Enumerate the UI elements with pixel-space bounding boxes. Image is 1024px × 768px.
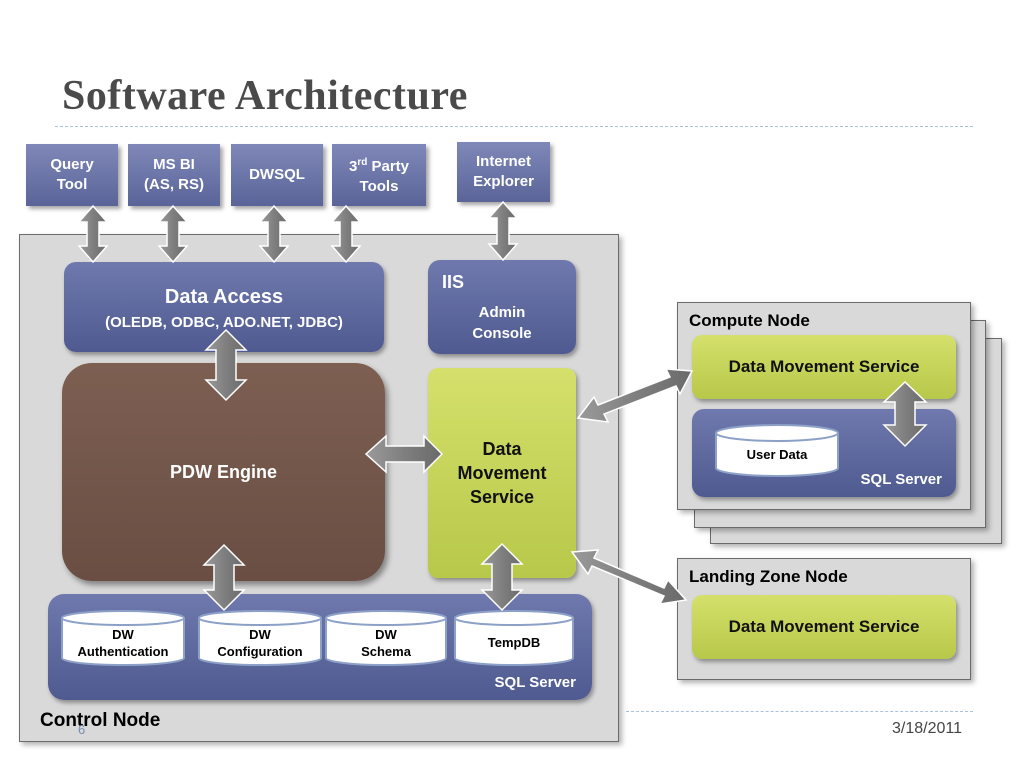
pdw-engine-label: PDW Engine [170, 461, 277, 482]
compute-node-label: Compute Node [689, 311, 810, 330]
db-cylinder-tempdb [454, 610, 574, 666]
iis-label: IIS [442, 272, 465, 292]
slide-title: Software Architecture [62, 73, 468, 119]
client-label: Tools [359, 178, 399, 195]
data-access-title: Data Access [164, 286, 284, 308]
compute-dms-label: Data Movement Service [728, 357, 920, 376]
client-dwsql: DWSQL [231, 144, 323, 206]
dms-label-line: Movement [457, 463, 547, 483]
page-number: 6 [78, 722, 86, 737]
arrow-dms-compute [576, 368, 694, 423]
arrow-compute-dms-sql [882, 380, 928, 448]
client-label: DWSQL [249, 166, 305, 183]
landing-zone-dms-box: Data Movement Service [692, 595, 956, 659]
db-label-tempdb: TempDB [455, 634, 573, 651]
db-label-schema: DW Schema [326, 626, 446, 660]
db-cylinder-configuration [198, 610, 322, 666]
arrow-ms-bi [157, 204, 189, 264]
arrow-pdw-sql [202, 543, 246, 612]
db-label-line: Schema [361, 644, 411, 659]
arrow-dms-landing [570, 549, 688, 605]
arrow-query-tool [77, 204, 109, 264]
client-label: Internet [475, 153, 531, 170]
arrow-third-party [330, 204, 362, 264]
db-cylinder-schema [325, 610, 447, 666]
slide-date: 3/18/2011 [892, 720, 962, 737]
title-divider [55, 126, 973, 127]
arrow-dms-sql [480, 542, 524, 612]
dms-label-line: Data [482, 439, 522, 459]
db-cylinder-authentication [61, 610, 185, 666]
db-label-line: Authentication [77, 644, 169, 659]
user-data-label: User Data [746, 447, 808, 462]
arrow-dwsql [258, 204, 290, 264]
db-label-line: DW [249, 627, 271, 642]
dms-label-line: Service [469, 487, 535, 507]
client-ms-bi: MS BI (AS, RS) [128, 144, 220, 206]
db-label-line: Configuration [217, 644, 303, 659]
client-label: Party [367, 158, 410, 175]
db-label-line: TempDB [487, 635, 541, 650]
arrow-internet-explorer [487, 200, 519, 262]
landing-zone-dms-label: Data Movement Service [728, 617, 920, 636]
db-label-line: DW [375, 627, 397, 642]
db-label-configuration: DW Configuration [199, 626, 321, 660]
client-label: MS BI [153, 156, 195, 173]
control-node-label: Control Node [40, 710, 161, 731]
database-cylinders [61, 610, 574, 666]
client-label: (AS, RS) [144, 176, 204, 193]
data-access-subtitle: (OLEDB, ODBC, ADO.NET, JDBC) [105, 314, 343, 331]
client-label: Query [50, 156, 94, 173]
user-data-cylinder [715, 424, 839, 477]
db-label-authentication: DW Authentication [62, 626, 184, 660]
db-label-line: DW [112, 627, 134, 642]
landing-zone-node-label: Landing Zone Node [689, 567, 848, 586]
client-label-sup: rd [357, 157, 368, 168]
arrow-data-access-pdw [204, 328, 248, 402]
compute-sql-server-label: SQL Server [860, 471, 942, 488]
arrow-pdw-dms [364, 434, 444, 474]
client-label: Tool [56, 176, 88, 193]
admin-console-line: Console [472, 325, 532, 342]
footer-divider [626, 711, 973, 712]
client-label: Explorer [473, 173, 534, 190]
data-access-box: Data Access (OLEDB, ODBC, ADO.NET, JDBC) [64, 262, 384, 352]
admin-console-line: Admin [478, 304, 526, 321]
client-label: 3 [348, 158, 358, 175]
sql-server-label: SQL Server [494, 674, 576, 691]
